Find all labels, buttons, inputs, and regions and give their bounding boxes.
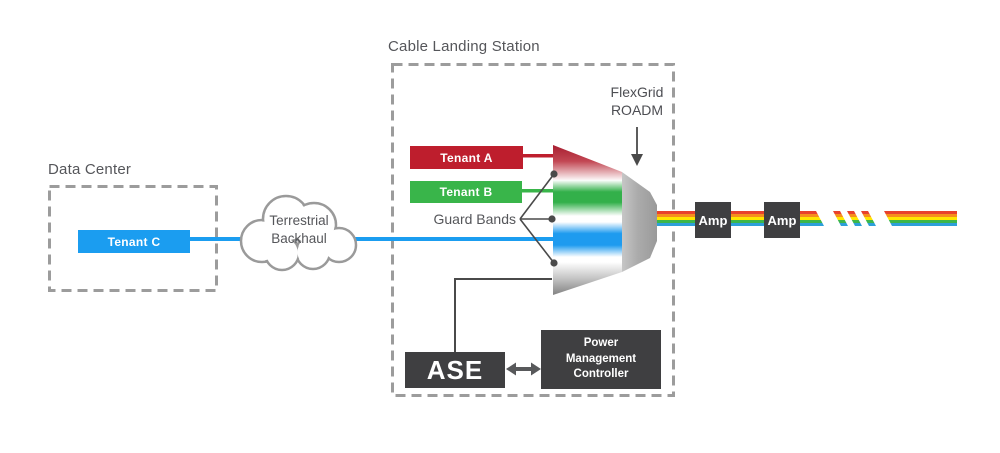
tenant-b-bar: Tenant B	[410, 181, 522, 203]
flexgrid-roadm-label: FlexGrid ROADM	[597, 84, 677, 119]
tenant-a-label: Tenant A	[440, 150, 493, 165]
guard-bands-label: Guard Bands	[433, 211, 517, 227]
tenant-c-label: Tenant C	[107, 234, 161, 249]
tenant-a-connector	[523, 154, 556, 158]
dot-pointer-icon	[519, 173, 555, 264]
cloud-icon	[239, 194, 358, 272]
cloud-label-line2: Backhaul	[271, 230, 327, 246]
ase-connector-line	[454, 278, 552, 352]
amp1-box: Amp	[695, 202, 731, 238]
rainbow-fiber-icon	[657, 211, 957, 226]
pmc-label-line2: Management	[565, 352, 637, 365]
cloud-label-line1: Terrestrial	[269, 213, 329, 228]
cloud-label: Terrestrial Backhaul	[244, 212, 354, 248]
fiber-link-blue	[190, 237, 553, 241]
amp1-label: Amp	[698, 212, 728, 228]
flexgrid-label-line1: FlexGrid	[610, 84, 664, 100]
amp2-box: Amp	[764, 202, 800, 238]
tenant-b-connector	[522, 189, 556, 193]
spectrum-mux-icon	[553, 145, 657, 295]
data-center-box	[48, 185, 218, 292]
ase-box: ASE	[405, 352, 505, 388]
tenant-b-label: Tenant B	[439, 185, 493, 199]
power-management-controller-box: Power Management Controller	[541, 330, 661, 389]
guard-band-dots	[548, 170, 558, 267]
flexgrid-label-line2: ROADM	[610, 101, 664, 118]
tenant-c-bar: Tenant C	[78, 230, 190, 253]
down-arrow-icon	[631, 127, 643, 166]
tenant-a-bar: Tenant A	[410, 146, 523, 169]
cable-landing-station-label: Cable Landing Station	[388, 38, 540, 55]
ase-label: ASE	[426, 354, 484, 385]
cable-landing-station-box	[391, 63, 675, 397]
pmc-label-line1: Power	[583, 337, 619, 350]
amp2-label: Amp	[767, 212, 797, 228]
double-arrow-icon	[506, 362, 541, 376]
funnel-shape	[622, 172, 657, 272]
pmc-label-line3: Controller	[573, 368, 629, 381]
data-center-label: Data Center	[48, 161, 132, 178]
